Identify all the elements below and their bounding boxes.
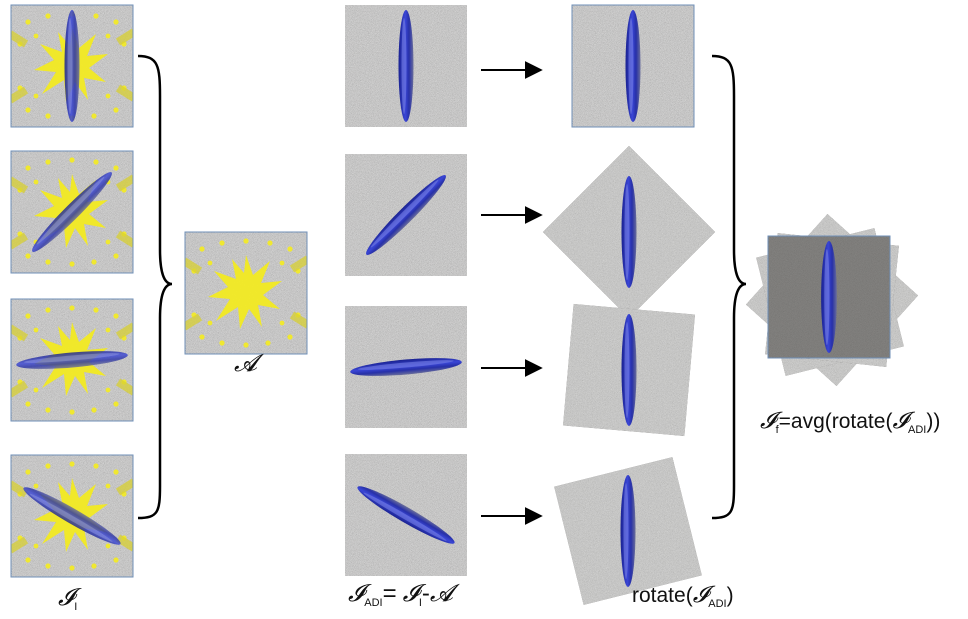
input-frame-1 [10, 4, 134, 128]
label-final: 𝓘f=avg(rotate(𝓘ADI)) [760, 408, 941, 436]
label-input-frames: 𝓘I [58, 585, 78, 613]
label-rotate: rotate(𝓘ADI) [632, 582, 734, 610]
label-adi-minus: - [421, 580, 430, 607]
label-adi-equation: 𝓘ADI= 𝓘I-𝓐 [348, 580, 454, 609]
final-frame [767, 235, 891, 359]
label-input-sym: 𝓘 [58, 585, 75, 611]
adi-frame-4 [345, 454, 467, 576]
label-final-close: )) [926, 410, 941, 433]
adi-frame-3 [345, 306, 467, 428]
label-adi-sym3: 𝓐 [429, 581, 454, 607]
label-final-sub2: ADI [908, 424, 927, 436]
psf-frame [184, 231, 308, 355]
label-final-eq: =avg(rotate( [778, 410, 893, 433]
label-adi-sub2: I [418, 597, 422, 609]
label-rotate-sym: 𝓘 [692, 582, 709, 607]
label-rotate-sub: ADI [708, 598, 727, 610]
rotated-frame-2 [543, 146, 716, 319]
label-rotate-fn: rotate( [632, 584, 693, 607]
arrows [481, 61, 543, 525]
adi-frame-2 [345, 154, 467, 276]
brace-left [137, 54, 173, 520]
adi-frame-1 [345, 5, 467, 127]
rotated-frame-1 [571, 4, 695, 128]
label-adi-sym: 𝓘 [348, 581, 365, 607]
label-adi-eq: = [382, 580, 397, 607]
input-frames-column [10, 4, 134, 578]
label-rotate-close: ) [726, 584, 734, 607]
final-stack [746, 214, 918, 386]
rotated-frames-column [543, 4, 716, 605]
label-adi-sub: ADI [364, 597, 383, 609]
input-frame-4 [10, 454, 134, 578]
label-final-sym: 𝓘 [760, 408, 776, 433]
input-frame-2 [10, 150, 134, 274]
rotated-frame-3 [563, 304, 695, 436]
label-final-sym2: 𝓘 [892, 408, 908, 433]
label-adi-sym2: 𝓘 [402, 581, 419, 607]
label-input-sub: I [74, 601, 78, 613]
label-psf: 𝓐 [234, 351, 257, 378]
label-final-sub: f [775, 424, 779, 436]
input-frame-3 [10, 298, 134, 422]
brace-right [711, 54, 747, 520]
label-psf-sym: 𝓐 [234, 351, 258, 377]
adi-frames-column [345, 5, 467, 576]
